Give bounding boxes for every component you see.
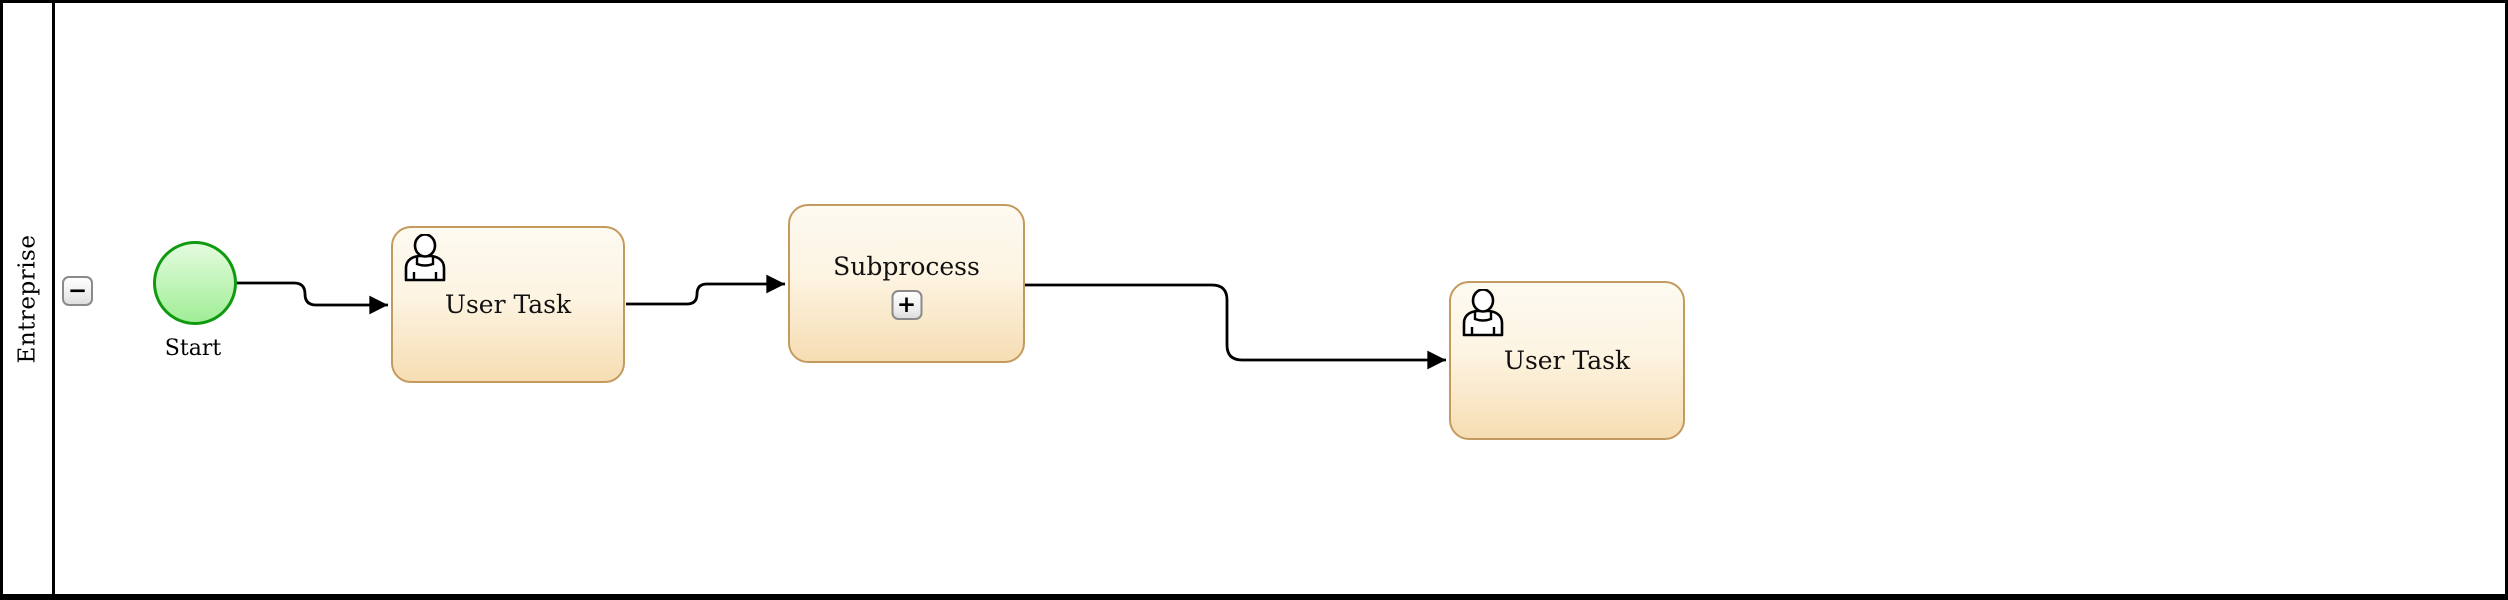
user-icon: [404, 234, 446, 282]
user-icon: [1462, 289, 1504, 337]
start-event-label: Start: [164, 336, 222, 361]
plus-icon: +: [896, 291, 917, 318]
user-task-2[interactable]: User Task: [1449, 281, 1685, 440]
subprocess-label: Subprocess: [833, 252, 980, 281]
user-task-1-label: User Task: [444, 290, 572, 319]
sequence-flow-task1-to-subprocess[interactable]: [626, 274, 785, 306]
sequence-flow-start-to-task1[interactable]: [237, 281, 388, 315]
sequence-flow-subprocess-to-task2[interactable]: [1025, 283, 1446, 370]
sequence-flow-layer: [237, 274, 1446, 370]
start-event[interactable]: [153, 241, 237, 325]
subprocess-expand-button[interactable]: +: [891, 290, 922, 320]
user-task-2-label: User Task: [1503, 346, 1631, 375]
minus-icon: −: [67, 277, 88, 304]
pool-lane-header: Entreprise: [3, 3, 55, 594]
subprocess[interactable]: Subprocess +: [788, 204, 1025, 363]
lane-collapse-button[interactable]: −: [62, 276, 93, 306]
user-task-1[interactable]: User Task: [391, 226, 625, 383]
